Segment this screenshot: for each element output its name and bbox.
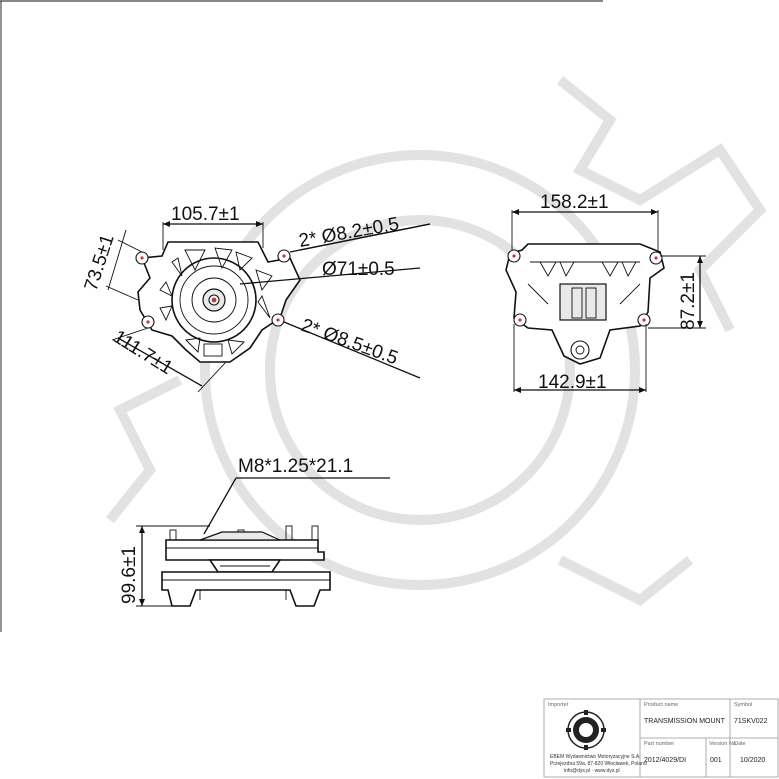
page-border xyxy=(0,0,603,632)
tb-company-line2: Przejezdna 59a, 87-820 Włocławek, Poland xyxy=(550,761,647,767)
tb-company-line1: EBEM Wydawnictwo Motoryzacyjne S.A. xyxy=(550,754,641,760)
tb-description-label: Product name xyxy=(644,702,678,708)
dim-holes-lower: 2* Ø8.5±0.5 xyxy=(298,315,400,369)
dim-right-top-width: 158.2±1 xyxy=(540,192,609,213)
watermark-gear xyxy=(106,76,767,606)
right-bottom-boss xyxy=(570,340,590,360)
dim-top-width: 105.7±1 xyxy=(171,204,240,225)
side-stud xyxy=(199,531,281,541)
tb-symbol-value: 71SKV022 xyxy=(734,718,768,725)
dim-right-bottom-width: 142.9±1 xyxy=(538,372,607,393)
side-view xyxy=(136,477,390,607)
tb-company-line3: info@dys.pl · www.dys.pl xyxy=(564,768,620,774)
tb-date-value: 10/2020 xyxy=(740,757,765,764)
dim-center-bore: Ø71±0.5 xyxy=(322,259,395,280)
tb-drawing-no-label: Part number xyxy=(644,741,674,747)
right-center-block xyxy=(559,283,607,321)
dim-side-view-height: 99.6±1 xyxy=(119,546,140,604)
dim-right-height: 87.2±1 xyxy=(678,272,699,330)
side-lower-plate xyxy=(161,571,331,607)
tb-symbol-label: Symbol xyxy=(734,702,752,708)
right-view xyxy=(505,209,706,393)
tb-company-label: Importer xyxy=(548,702,569,708)
tb-description-value: TRANSMISSION MOUNT xyxy=(644,718,726,725)
dim-thread: M8*1.25*21.1 xyxy=(238,456,353,477)
tb-date-label: Date xyxy=(734,741,746,747)
company-logo xyxy=(566,710,606,750)
front-view xyxy=(105,221,431,393)
title-block xyxy=(543,698,779,778)
tb-drawing-no-value: 2012/4029/DI xyxy=(644,757,686,764)
side-upper-plate xyxy=(165,539,325,561)
tb-version-label: Version No. xyxy=(709,741,738,747)
tb-version-value: 001 xyxy=(710,757,722,764)
dim-side-height: 73.5±1 xyxy=(81,232,119,294)
dim-holes-upper: 2* Ø8.2±0.5 xyxy=(297,214,400,252)
